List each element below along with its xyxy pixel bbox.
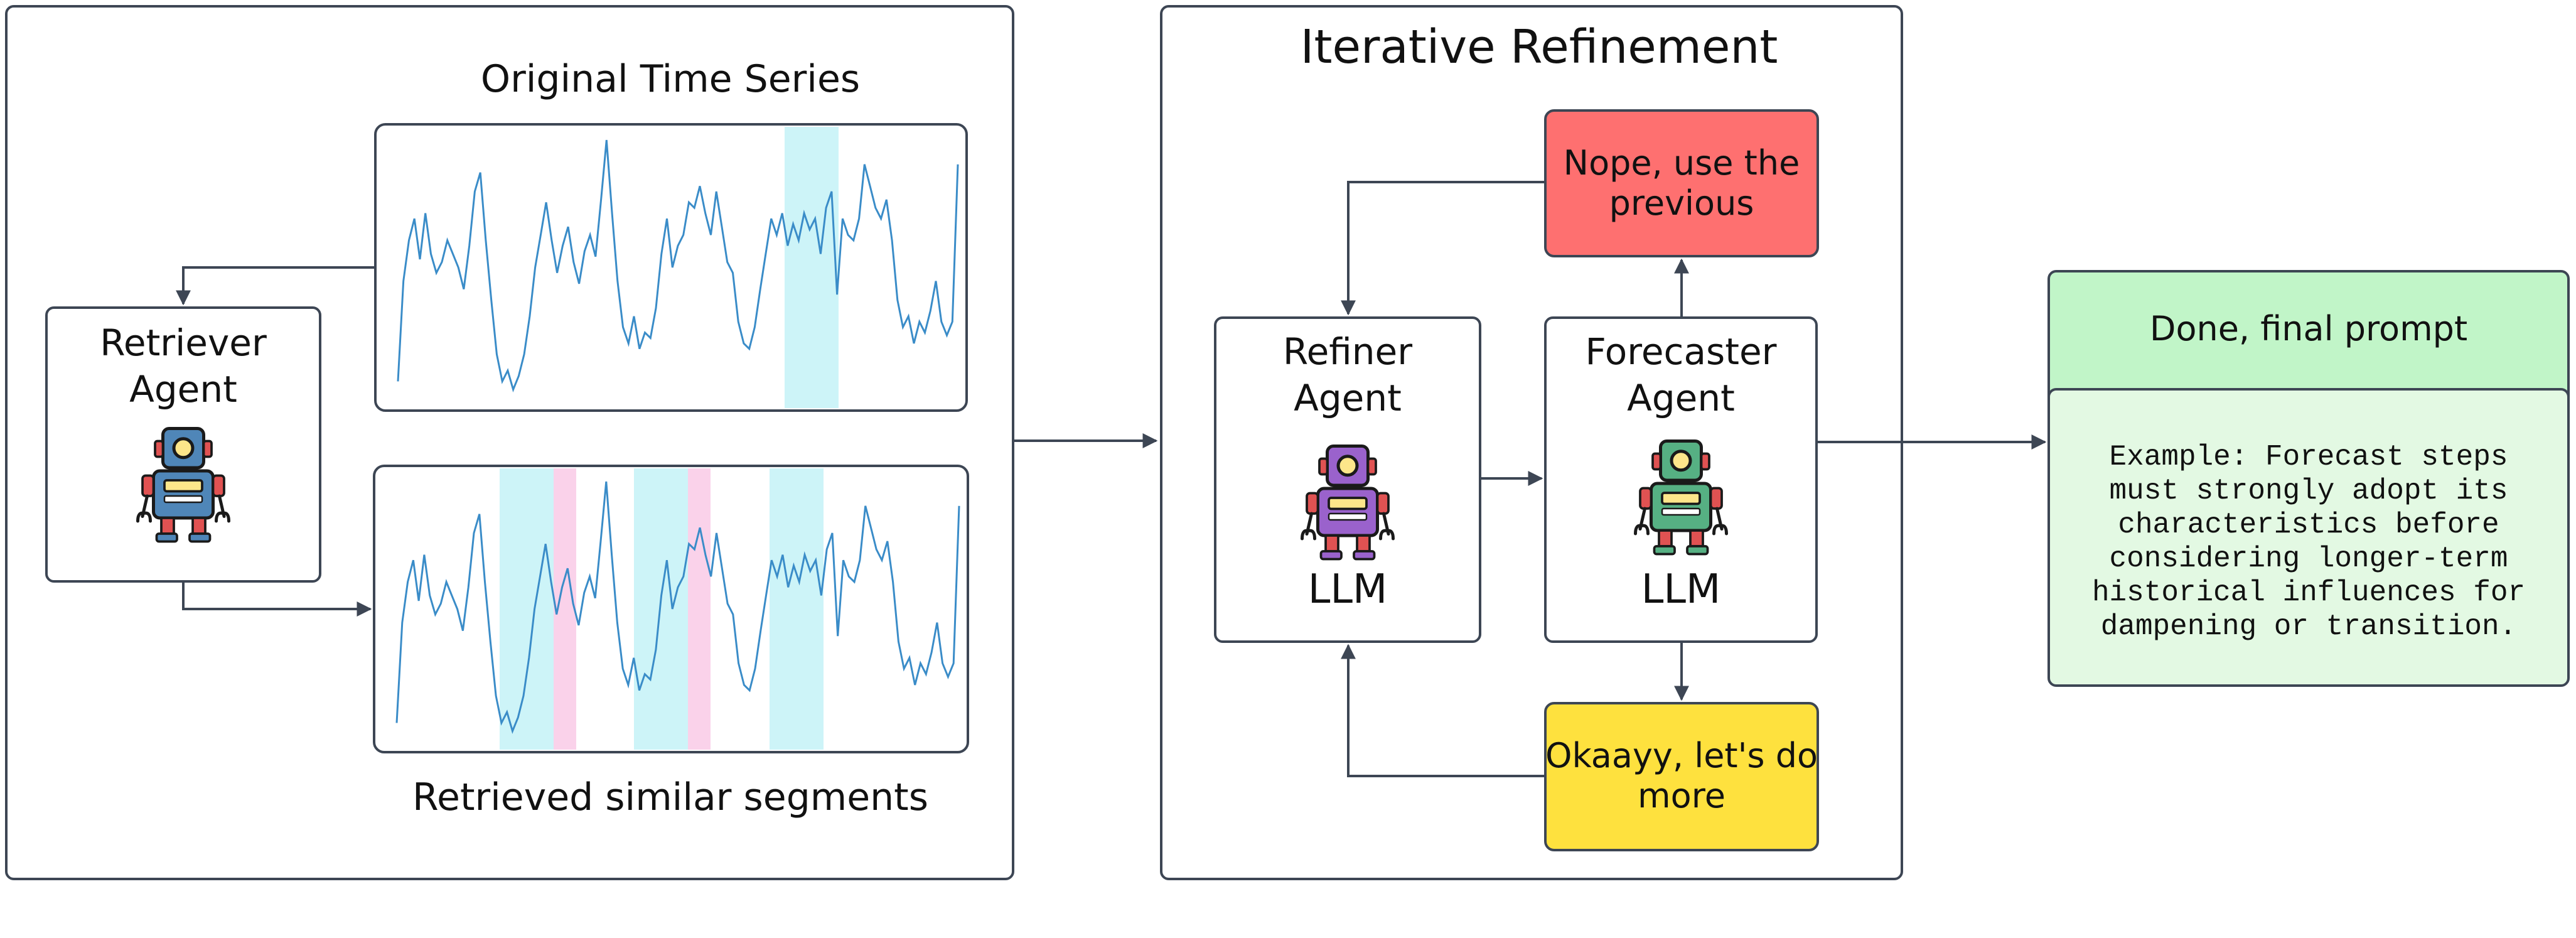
final-prompt-body: [2047, 388, 2570, 687]
connector-retriever-to-segments: [182, 581, 372, 617]
continue-label-line1: Okaayy, let's do: [1545, 736, 1818, 775]
original-series-highlight: [785, 127, 839, 408]
example-line-6: dampening or transition.: [2101, 610, 2517, 643]
reject-label-line2: previous: [1609, 183, 1754, 223]
forecaster-agent-label-line2: Agent: [1627, 377, 1735, 419]
reject-label-line1: Nope, use the: [1564, 143, 1800, 183]
example-line-2: must strongly adopt its: [2110, 475, 2508, 507]
retriever-agent-label-line1: Retriever: [100, 321, 267, 364]
retriever-agent-label-line2: Agent: [129, 368, 237, 411]
refiner-agent-label-line1: Refiner: [1283, 330, 1412, 373]
connector-continue-to-refiner: [1341, 644, 1545, 777]
refinement-title: Iterative Refinement: [1301, 20, 1778, 74]
retrieved-pink-highlight-2: [688, 468, 711, 750]
retrieved-highlight-3: [770, 468, 824, 750]
forecaster-agent-label-line1: Forecaster: [1586, 330, 1777, 373]
refiner-llm-label: LLM: [1308, 566, 1388, 613]
example-line-3: characteristics before: [2118, 509, 2499, 541]
example-line-5: historical influences for: [2092, 576, 2525, 609]
refiner-agent-label-line2: Agent: [1294, 377, 1402, 419]
final-prompt-title: Done, final prompt: [2150, 309, 2467, 348]
retrieved-highlight-2: [634, 468, 688, 750]
continue-label-line2: more: [1638, 776, 1725, 816]
original-series-chart: [374, 123, 968, 412]
retrieved-highlight-1: [500, 468, 554, 750]
example-line-1: Example: Forecast steps: [2110, 441, 2508, 473]
original-series-title: Original Time Series: [481, 57, 860, 101]
retrieved-segments-title: Retrieved similar segments: [412, 775, 928, 819]
forecaster-llm-label: LLM: [1641, 566, 1721, 613]
original-series-line: [397, 139, 959, 392]
connector-reject-to-refiner: [1341, 181, 1545, 316]
connector-series-to-retriever: [176, 266, 375, 306]
retrieved-series-line: [395, 481, 960, 734]
example-line-4: considering longer-term: [2110, 542, 2508, 575]
